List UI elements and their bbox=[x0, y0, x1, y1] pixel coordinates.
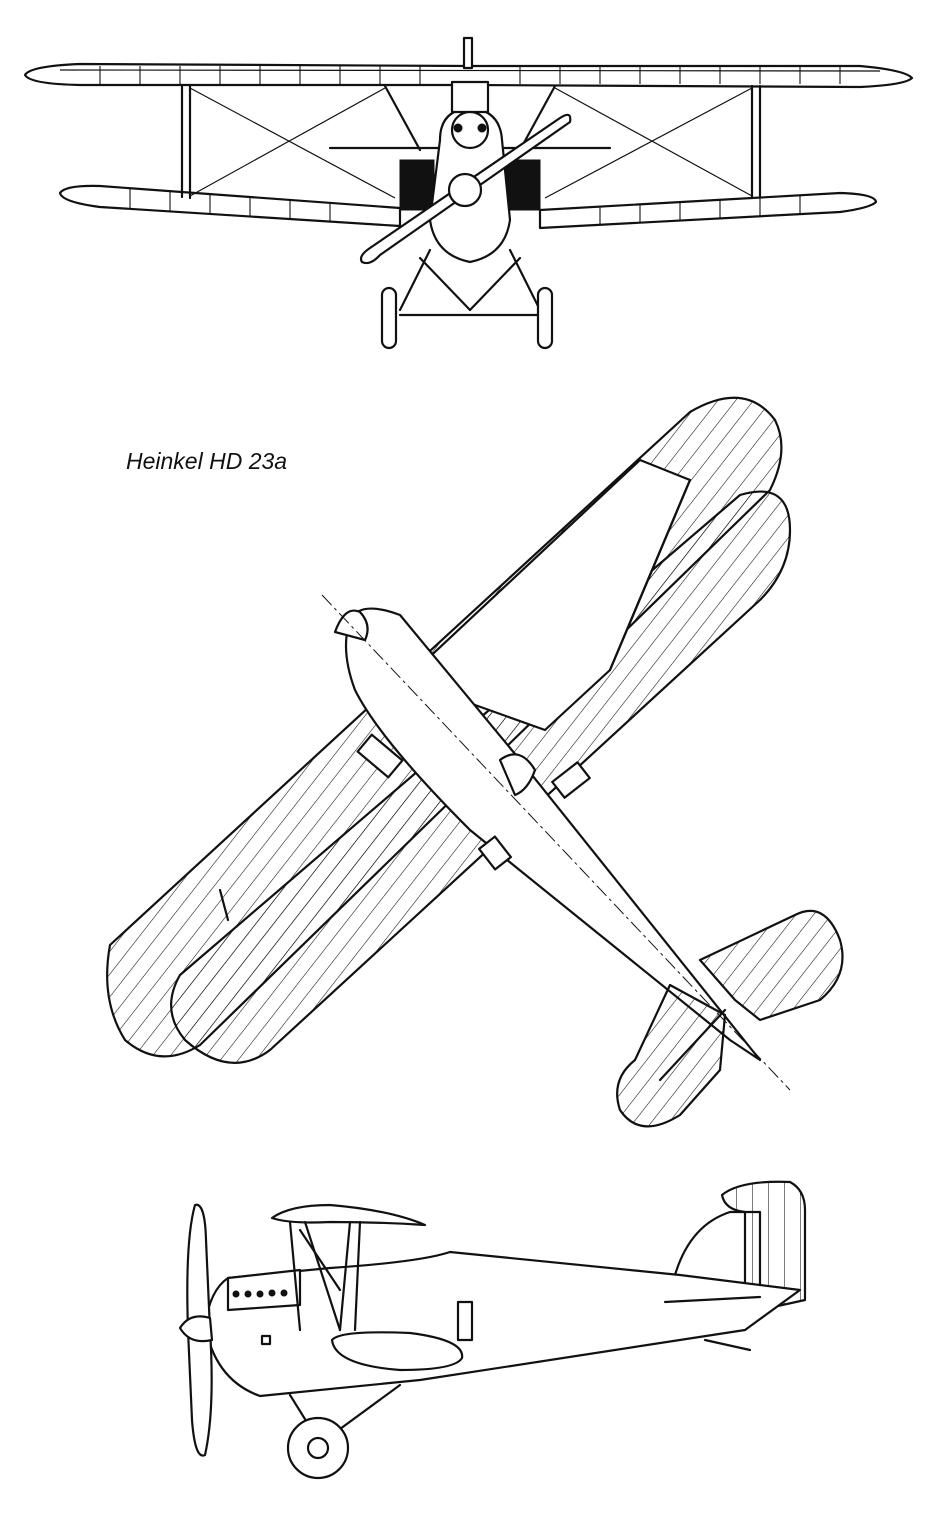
side-tailplane bbox=[663, 1295, 762, 1304]
front-upper-wing-ribs bbox=[99, 66, 841, 84]
plan-fuselage bbox=[344, 607, 762, 1062]
side-spinner bbox=[178, 1315, 214, 1343]
front-bracing-wires bbox=[189, 87, 753, 199]
side-rudder bbox=[720, 1180, 807, 1312]
side-struts bbox=[288, 1220, 362, 1332]
plan-tailplane bbox=[698, 909, 844, 1022]
plan-tailplane-left bbox=[616, 983, 727, 1128]
front-spinner bbox=[447, 172, 483, 208]
front-view bbox=[23, 36, 914, 350]
front-radiator-left bbox=[399, 159, 435, 211]
plan-view bbox=[106, 396, 844, 1128]
front-lower-wing-left bbox=[58, 184, 402, 228]
side-lower-wing bbox=[330, 1331, 464, 1372]
front-wheel-left bbox=[380, 286, 398, 350]
side-view bbox=[178, 1180, 807, 1480]
side-upper-wing bbox=[270, 1203, 427, 1227]
aircraft-title: Heinkel HD 23a bbox=[126, 448, 288, 474]
front-radiator-right bbox=[505, 159, 541, 211]
front-wheel-right bbox=[536, 286, 554, 350]
plan-engine-cowling bbox=[333, 609, 369, 642]
plan-centerline bbox=[321, 594, 791, 1091]
front-undercarriage bbox=[398, 248, 542, 317]
front-lower-wing-right bbox=[538, 191, 878, 230]
